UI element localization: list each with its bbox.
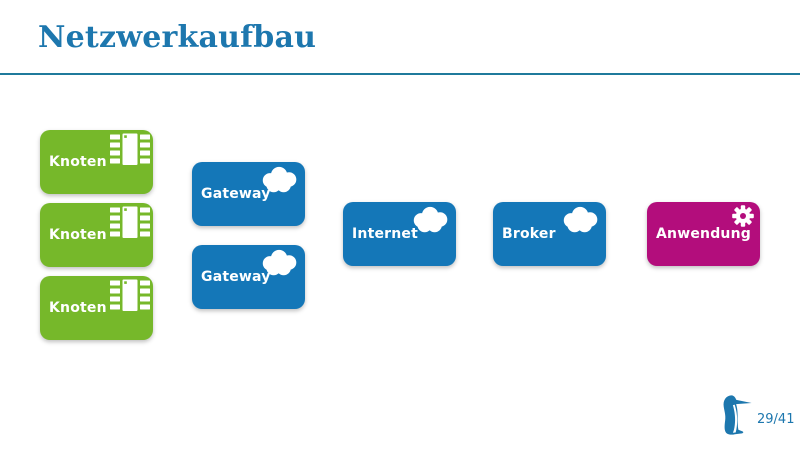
cloud-icon (411, 205, 451, 234)
node-internet: Internet (343, 202, 456, 266)
chip-icon (110, 279, 150, 313)
node-label: Broker (502, 226, 556, 242)
node-label: Knoten (49, 227, 107, 243)
node-gateway-1: Gateway (192, 162, 305, 226)
page-title: Netzwerkaufbau (38, 20, 317, 55)
node-label: Knoten (49, 154, 107, 170)
chip-icon (110, 133, 150, 167)
node-gateway-2: Gateway (192, 245, 305, 309)
node-label: Gateway (201, 269, 271, 285)
cloud-icon (561, 205, 601, 234)
node-label: Gateway (201, 186, 271, 202)
page-number: 29/41 (757, 412, 795, 427)
node-knoten-1: Knoten (40, 130, 153, 194)
penguin-logo (719, 392, 755, 440)
cloud-icon (260, 165, 300, 194)
node-knoten-2: Knoten (40, 203, 153, 267)
node-anwendung: Anwendung (647, 202, 760, 266)
gear-icon (731, 204, 755, 228)
cloud-icon (260, 248, 300, 277)
node-broker: Broker (493, 202, 606, 266)
node-label: Knoten (49, 300, 107, 316)
node-label: Anwendung (656, 226, 751, 242)
title-divider (0, 73, 800, 75)
node-knoten-3: Knoten (40, 276, 153, 340)
chip-icon (110, 206, 150, 240)
node-label: Internet (352, 226, 419, 242)
